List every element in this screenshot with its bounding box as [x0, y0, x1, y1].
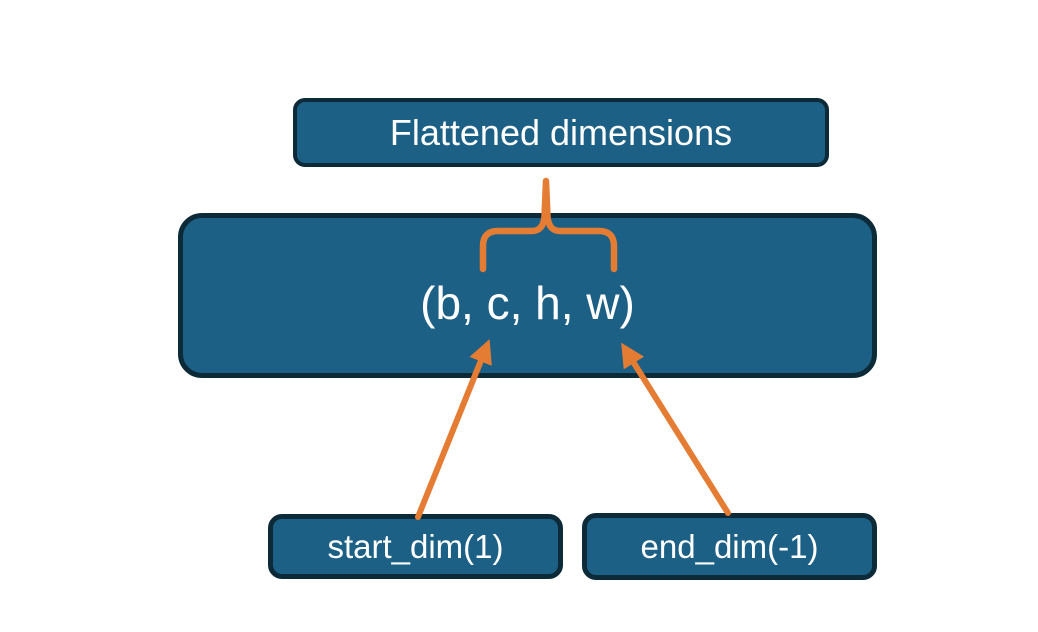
end-dim-label: end_dim(-1) [640, 527, 819, 565]
end-dim-arrow-icon [621, 342, 731, 516]
flattened-dimensions-box: Flattened dimensions [293, 98, 829, 167]
tensor-shape-label: (b, c, h, w) [420, 276, 635, 329]
start-dim-label: start_dim(1) [327, 527, 504, 565]
end-dim-box: end_dim(-1) [582, 513, 877, 580]
tensor-shape-box: (b, c, h, w) [178, 213, 877, 378]
start-dim-arrow-icon [415, 339, 492, 520]
flattened-dimensions-label: Flattened dimensions [389, 111, 733, 153]
start-dim-box: start_dim(1) [268, 514, 563, 579]
